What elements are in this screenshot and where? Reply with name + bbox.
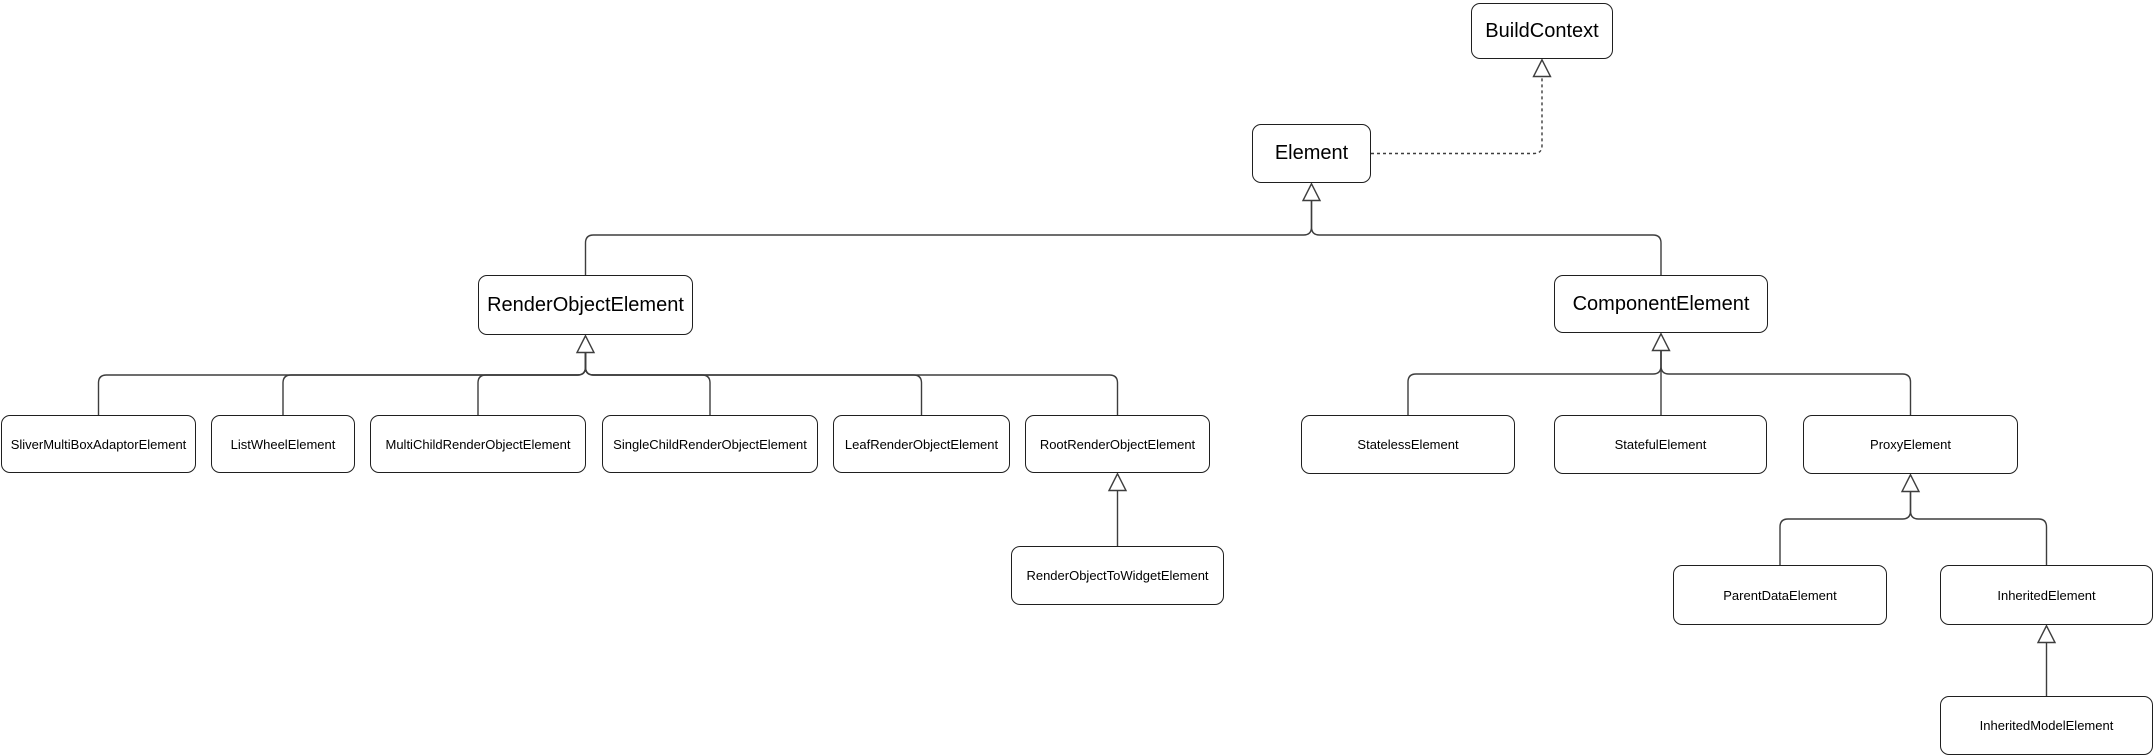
- inheritance-arrow-render-object-element: [575, 334, 596, 354]
- node-component-element: ComponentElement: [1554, 275, 1768, 333]
- node-label: RootRenderObjectElement: [1039, 436, 1196, 452]
- node-label: BuildContext: [1485, 19, 1599, 42]
- node-label: StatefulElement: [1614, 437, 1707, 452]
- node-element: Element: [1252, 124, 1371, 183]
- node-build-context: BuildContext: [1471, 3, 1613, 59]
- node-single-child-render-object-element: SingleChildRenderObjectElement: [602, 415, 818, 473]
- edge-parent-data-element-extends-proxy-element: [1779, 491, 1912, 565]
- node-label: MultiChildRenderObjectElement: [385, 436, 571, 452]
- inheritance-arrow-build-context: [1532, 58, 1552, 78]
- inheritance-arrow-element: [1301, 182, 1322, 202]
- inheritance-arrow-proxy-element: [1900, 473, 1921, 493]
- node-sliver-multi-box-adaptor-element: SliverMultiBoxAdaptorElement: [1, 415, 196, 473]
- node-inherited-element: InheritedElement: [1940, 565, 2153, 625]
- inheritance-arrow-inherited-element: [2036, 624, 2057, 644]
- node-list-wheel-element: ListWheelElement: [211, 415, 355, 473]
- edge-multi-child-render-object-element-extends-render-object-element: [477, 352, 587, 415]
- node-inherited-model-element: InheritedModelElement: [1940, 696, 2153, 755]
- node-stateless-element: StatelessElement: [1301, 415, 1515, 474]
- node-label: LeafRenderObjectElement: [844, 436, 999, 452]
- node-render-object-element: RenderObjectElement: [478, 275, 693, 335]
- node-label: StatelessElement: [1357, 437, 1459, 452]
- node-stateful-element: StatefulElement: [1554, 415, 1767, 474]
- inheritance-arrow-component-element: [1651, 332, 1671, 352]
- edge-root-render-object-element-extends-render-object-element: [584, 352, 1119, 415]
- node-label: RenderObjectToWidgetElement: [1026, 568, 1209, 583]
- node-leaf-render-object-element: LeafRenderObjectElement: [833, 415, 1010, 473]
- inheritance-arrow-root-render-object-element: [1107, 472, 1128, 492]
- node-proxy-element: ProxyElement: [1803, 415, 2018, 474]
- node-label: InheritedModelElement: [1979, 718, 2114, 733]
- node-label: ProxyElement: [1870, 437, 1951, 452]
- node-multi-child-render-object-element: MultiChildRenderObjectElement: [370, 415, 586, 473]
- node-render-object-to-widget-element: RenderObjectToWidgetElement: [1011, 546, 1224, 605]
- node-label: SingleChildRenderObjectElement: [613, 436, 807, 452]
- edge-component-element-extends-element: [1310, 200, 1662, 275]
- node-label: Element: [1274, 142, 1349, 164]
- edge-render-object-element-extends-element: [584, 200, 1313, 275]
- edge-element-implements-build-context: [1371, 76, 1543, 155]
- node-label: ComponentElement: [1572, 292, 1750, 315]
- node-label: SliverMultiBoxAdaptorElement: [10, 436, 187, 452]
- edge-proxy-element-extends-component-element: [1660, 350, 1912, 415]
- node-label: InheritedElement: [1997, 587, 2096, 603]
- node-root-render-object-element: RootRenderObjectElement: [1025, 415, 1210, 473]
- node-label: RenderObjectElement: [487, 293, 684, 316]
- node-label: ParentDataElement: [1723, 587, 1837, 603]
- node-label: ListWheelElement: [230, 436, 336, 452]
- node-parent-data-element: ParentDataElement: [1673, 565, 1887, 625]
- edge-inherited-element-extends-proxy-element: [1909, 491, 2048, 565]
